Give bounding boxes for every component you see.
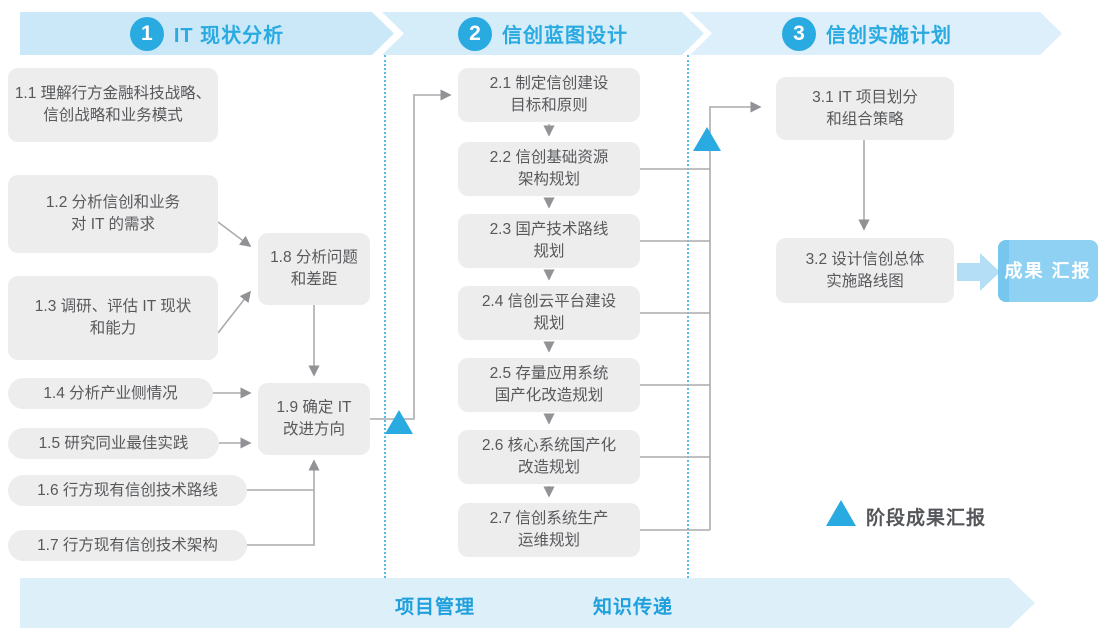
task-box-2-7: 2.7 信创系统生产 运维规划 bbox=[458, 503, 640, 557]
task-box-3-2: 3.2 设计信创总体 实施路线图 bbox=[776, 238, 954, 303]
task-box-1-2: 1.2 分析信创和业务 对 IT 的需求 bbox=[8, 175, 218, 253]
phase-number-badge: 1 bbox=[130, 17, 164, 51]
task-box-3-1: 3.1 IT 项目划分 和组合策略 bbox=[776, 77, 954, 140]
arrow-1-3-to-1-8 bbox=[217, 290, 251, 334]
legend-label: 阶段成果汇报 bbox=[866, 508, 987, 529]
result-box-accent-strip bbox=[998, 240, 1009, 302]
result-report-box: 成果 汇报 bbox=[998, 240, 1098, 302]
bottom-label-knowledge-transfer: 知识传递 bbox=[593, 597, 674, 618]
phase-banner-3: 3 信创实施计划 bbox=[690, 12, 1062, 55]
task-box-1-1: 1.1 理解行方金融科技战略、 信创战略和业务模式 bbox=[8, 68, 218, 142]
phase-number-badge: 3 bbox=[782, 17, 816, 51]
phase-title: 信创实施计划 bbox=[826, 25, 952, 47]
bottom-banner bbox=[20, 578, 1035, 628]
task-box-2-1: 2.1 制定信创建设 目标和原则 bbox=[458, 68, 640, 122]
task-box-1-9: 1.9 确定 IT 改进方向 bbox=[258, 383, 370, 455]
milestone-triangle-phase2 bbox=[693, 127, 721, 151]
arrow-collector-to-3-1 bbox=[709, 101, 762, 530]
phase-separator-1 bbox=[384, 55, 386, 578]
phase-title: 信创蓝图设计 bbox=[502, 25, 628, 47]
milestone-triangle-phase1 bbox=[385, 410, 413, 434]
task-box-1-4: 1.4 分析产业侧情况 bbox=[8, 378, 213, 409]
task-box-1-6: 1.6 行方现有信创技术路线 bbox=[8, 475, 247, 506]
task-box-1-5: 1.5 研究同业最佳实践 bbox=[8, 428, 219, 459]
phase-banner-1: 1 IT 现状分析 bbox=[20, 12, 394, 55]
result-arrow bbox=[957, 263, 980, 281]
arrow-1-9-to-2-1 bbox=[370, 89, 452, 420]
phase-banner-2: 2 信创蓝图设计 bbox=[382, 12, 704, 55]
arrow-1-7-to-1-9 bbox=[247, 459, 320, 546]
phase-separator-2 bbox=[687, 55, 689, 578]
bottom-label-project-management: 项目管理 bbox=[395, 597, 476, 618]
task-box-2-6: 2.6 核心系统国产化 改造规划 bbox=[458, 430, 640, 484]
task-box-2-5: 2.5 存量应用系统 国产化改造规划 bbox=[458, 358, 640, 412]
phase-number-badge: 2 bbox=[458, 17, 492, 51]
task-box-2-2: 2.2 信创基础资源 架构规划 bbox=[458, 142, 640, 196]
task-box-1-3: 1.3 调研、评估 IT 现状 和能力 bbox=[8, 276, 218, 360]
arrow-1-2-to-1-8 bbox=[217, 221, 252, 247]
result-arrow-head bbox=[980, 253, 1000, 291]
task-box-2-4: 2.4 信创云平台建设 规划 bbox=[458, 286, 640, 340]
task-box-1-8: 1.8 分析问题 和差距 bbox=[258, 233, 370, 305]
task-box-2-3: 2.3 国产技术路线 规划 bbox=[458, 214, 640, 268]
task-box-1-7: 1.7 行方现有信创技术架构 bbox=[8, 530, 247, 561]
phase-title: IT 现状分析 bbox=[173, 25, 285, 47]
legend-triangle-icon bbox=[826, 500, 856, 526]
